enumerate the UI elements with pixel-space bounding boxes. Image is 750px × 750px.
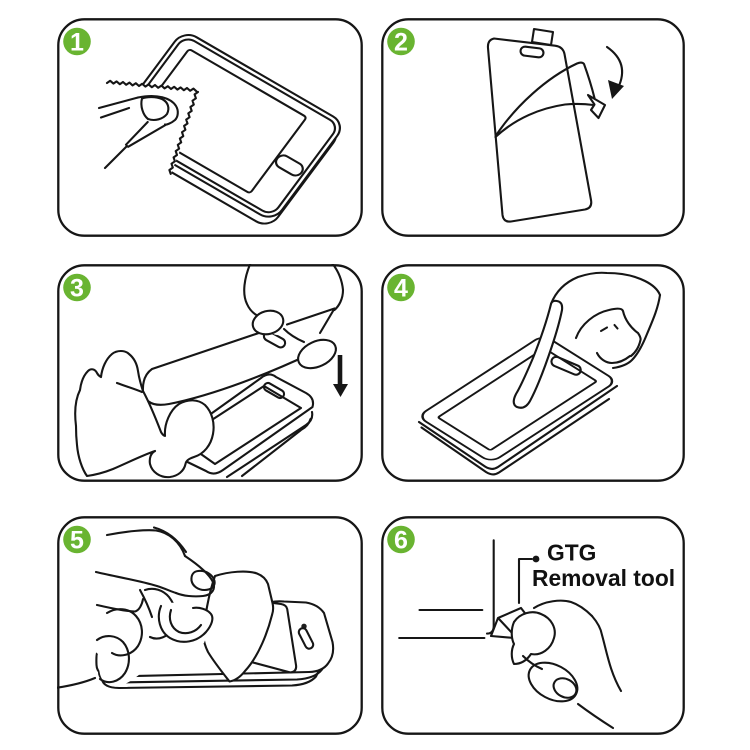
svg-text:1: 1 xyxy=(70,29,84,57)
svg-text:2: 2 xyxy=(394,29,408,57)
svg-text:6: 6 xyxy=(394,527,408,555)
svg-text:4: 4 xyxy=(394,275,408,303)
svg-text:GTG: GTG xyxy=(547,539,596,565)
svg-text:Removal tool: Removal tool xyxy=(532,565,675,591)
svg-text:3: 3 xyxy=(70,275,84,303)
svg-text:5: 5 xyxy=(70,527,84,555)
